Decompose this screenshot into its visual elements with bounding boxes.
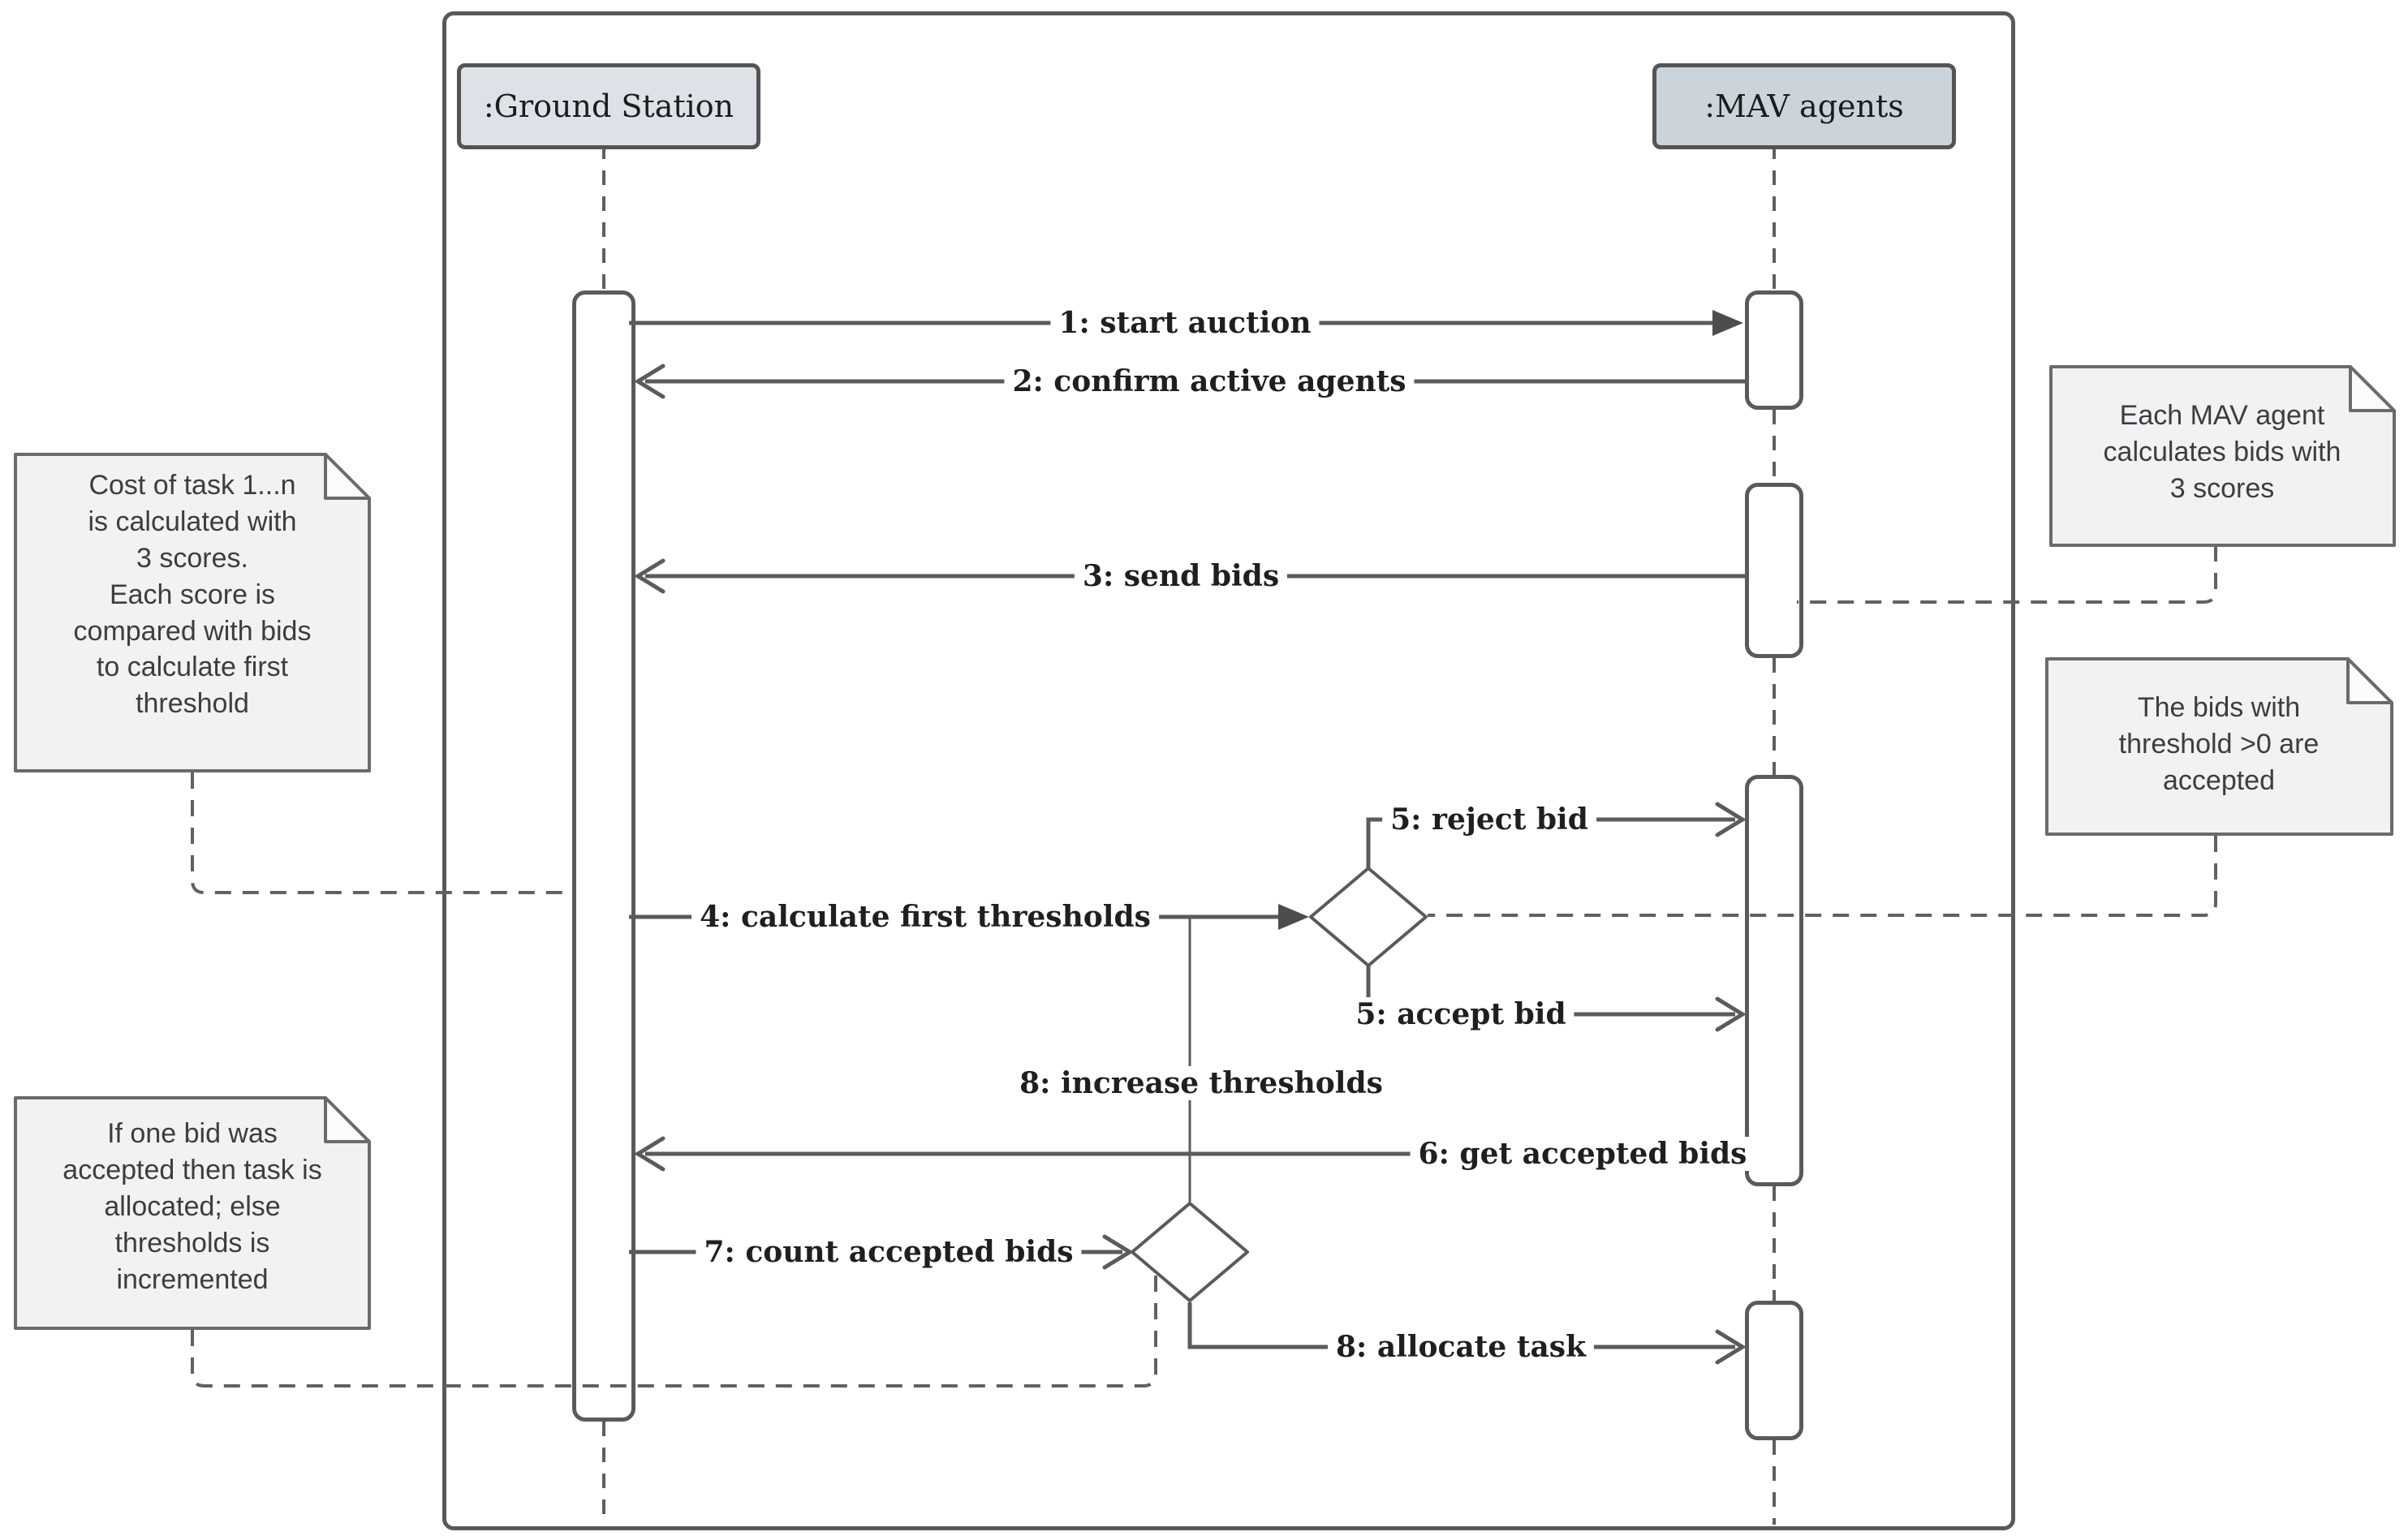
message-label-get-accepted-bids: 6: get accepted bids [1410, 1137, 1755, 1171]
activation-mav-1 [1745, 290, 1803, 410]
arrowhead-open-reject-bid [1715, 802, 1747, 837]
decision-diamond-count-bids [1131, 1202, 1249, 1302]
note-shape-if-one-bid [14, 1096, 371, 1330]
message-label-increase-thresholds: 8: increase thresholds [1011, 1066, 1391, 1100]
note-connector-bids-threshold [1428, 836, 2217, 917]
message-label-confirm-active-agents: 2: confirm active agents [1004, 364, 1415, 398]
actor-ground-station-label: :Ground Station [483, 88, 734, 124]
note-fold-if-one-bid [324, 1096, 371, 1143]
note-text-bids-threshold: The bids with threshold >0 are accepted [2118, 692, 2320, 796]
arrowhead-filled-start-auction [1712, 310, 1743, 336]
message-label-calculate-first-thresholds: 4: calculate first thresholds [691, 900, 1159, 934]
activation-mav-4 [1745, 1301, 1803, 1440]
note-text-if-one-bid: If one bid was accepted then task is all… [62, 1118, 322, 1295]
note-shape-cost-of-task [14, 453, 371, 772]
note-text-each-mav: Each MAV agent calculates bids with 3 sc… [2103, 400, 2341, 504]
note-fold-bids-threshold [2346, 657, 2393, 704]
message-label-start-auction: 1: start auction [1050, 306, 1320, 340]
message-label-reject-bid: 5: reject bid [1382, 802, 1596, 837]
diagram-frame [442, 11, 2015, 1530]
message-label-send-bids: 3: send bids [1074, 559, 1288, 593]
note-shape-each-mav [2049, 365, 2396, 547]
arrowhead-open-send-bids [634, 558, 666, 594]
activation-mav-2 [1745, 483, 1803, 658]
note-connector-each-mav [1797, 545, 2217, 604]
note-fold-cost-of-task [324, 453, 371, 500]
activation-mav-3 [1745, 775, 1803, 1186]
activation-ground-station [572, 290, 635, 1422]
arrowhead-open-accept-bid [1715, 996, 1747, 1032]
arrowhead-filled-calculate-thresholds [1278, 904, 1309, 930]
message-label-count-accepted-bids: 7: count accepted bids [696, 1235, 1082, 1269]
actor-mav-agents-label: :MAV agents [1704, 88, 1904, 124]
note-connector-if-one-bid [191, 1268, 1157, 1388]
message-label-accept-bid: 5: accept bid [1347, 997, 1574, 1031]
message-label-allocate-task: 8: allocate task [1327, 1330, 1595, 1364]
arrowhead-open-count-accepted-bids [1102, 1234, 1134, 1270]
actor-ground-station: :Ground Station [457, 63, 760, 149]
note-fold-each-mav [2349, 365, 2396, 412]
actor-mav-agents: :MAV agents [1652, 63, 1956, 149]
message-line-reject-bid [1366, 817, 1735, 870]
decision-diamond-threshold [1309, 867, 1428, 967]
arrowhead-open-confirm-active-agents [634, 364, 666, 399]
arrowhead-open-allocate-task [1715, 1329, 1747, 1365]
note-shape-bids-threshold [2045, 657, 2393, 836]
arrowhead-open-get-accepted-bids [634, 1136, 666, 1172]
note-text-cost-of-task: Cost of task 1...n is calculated with 3 … [73, 470, 312, 720]
note-connector-cost-of-task [191, 772, 571, 894]
